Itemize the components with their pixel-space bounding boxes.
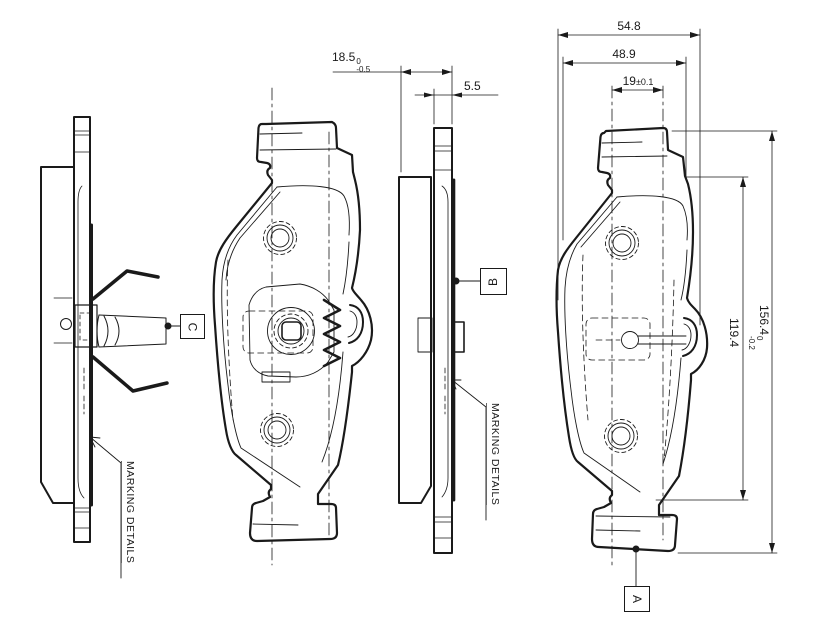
view-b-edge-view [332,65,499,554]
dim-total-thickness-tol-bottom: -0.5 [356,65,371,74]
view-c-side-view [40,116,181,579]
dim-total-thickness-tol-top: 0 [356,57,361,66]
dim-pad-height: 119.4 [727,318,741,348]
dim-total-thickness-value: 18.5 [332,50,356,64]
dim-plate-thickness: 5.5 [464,79,481,93]
marking-details-note-right: MARKING DETAILS [486,403,501,506]
marking-details-note-left: MARKING DETAILS [121,461,136,564]
dim-tab-width: 19±0.1 [622,74,654,88]
view-label-b: B [480,268,507,295]
dim-outer-width: 54.8 [617,19,641,33]
dim-tab-width-tol: ±0.1 [635,77,654,87]
view-a-front-outer-pad [555,28,778,587]
dim-inner-width: 48.9 [612,47,636,61]
view-label-a: A [624,586,650,612]
view-label-c: C [180,314,205,339]
view-front-inner-pad [212,87,374,566]
